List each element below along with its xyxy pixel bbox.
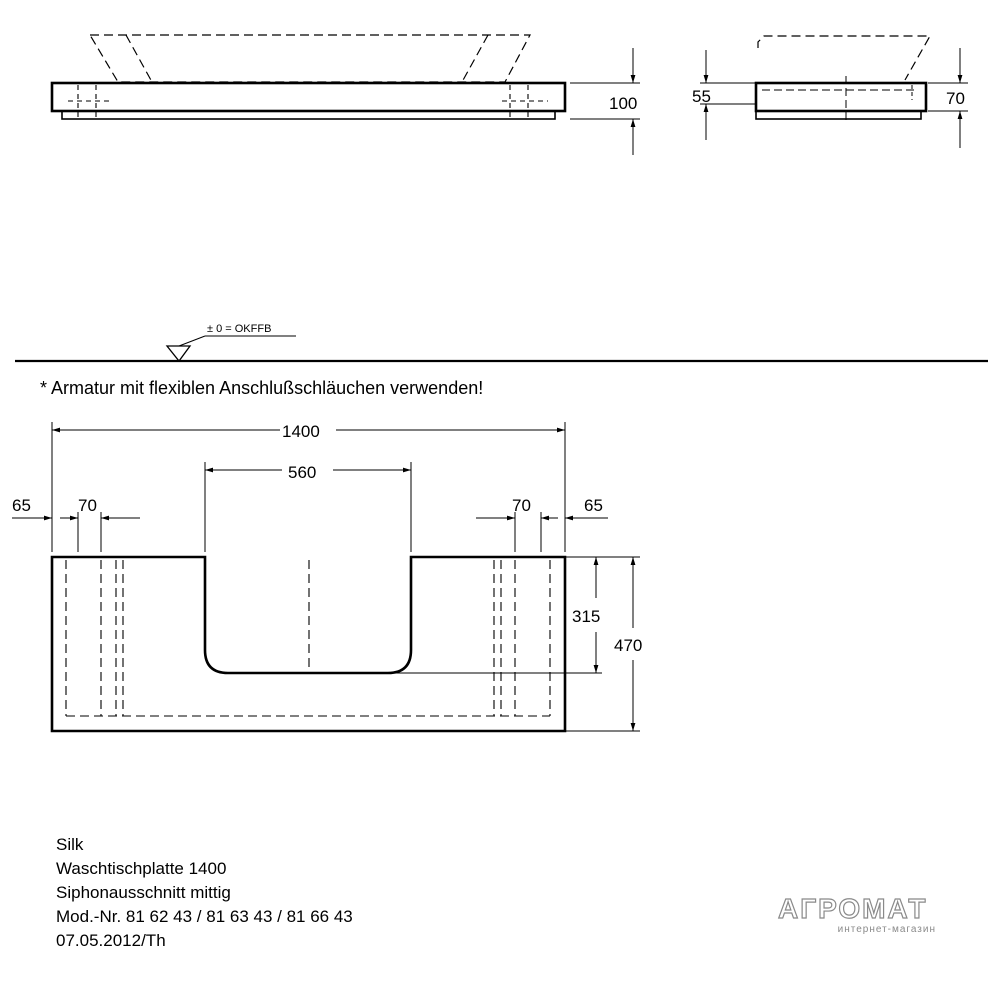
model-numbers: Mod.-Nr. 81 62 43 / 81 63 43 / 81 66 43	[56, 907, 353, 926]
front-elevation	[50, 34, 640, 155]
drawing-date: 07.05.2012/Th	[56, 931, 166, 950]
plan-view	[12, 422, 640, 733]
plan-outline	[50, 555, 567, 733]
dim-edge-right: 65	[584, 496, 603, 515]
dim-total-width: 1400	[282, 422, 320, 441]
dim-hole-left: 70	[78, 496, 97, 515]
dim-hole-right: 70	[512, 496, 531, 515]
product-name: Waschtischplatte 1400	[56, 859, 227, 878]
floor-line	[15, 335, 988, 363]
basin-outline	[88, 34, 531, 83]
product-line: Silk	[56, 835, 84, 854]
dim-edge-left: 65	[12, 496, 31, 515]
watermark-tagline: интернет-магазин	[837, 924, 936, 935]
watermark-logo: АГРОМАТ интернет-магазин	[777, 893, 958, 935]
side-elevation	[700, 35, 968, 148]
product-variant: Siphonausschnitt mittig	[56, 883, 231, 902]
dim-total-depth: 470	[614, 636, 642, 655]
side-slab	[754, 81, 928, 113]
countertop-slab	[50, 81, 567, 113]
title-block: Silk Waschtischplatte 1400 Siphonausschn…	[56, 833, 353, 953]
dim-side-right: 70	[946, 89, 965, 108]
dim-cutout-depth: 315	[572, 607, 600, 626]
dim-cutout-width: 560	[288, 463, 316, 482]
dim-side-left: 55	[692, 87, 711, 106]
dim-top-height: 100	[609, 94, 637, 113]
watermark-brand: АГРОМАТ	[777, 893, 928, 924]
installation-note: * Armatur mit flexiblen Anschlußschläuch…	[40, 378, 484, 398]
level-label: ± 0 = OKFFB	[207, 323, 271, 335]
